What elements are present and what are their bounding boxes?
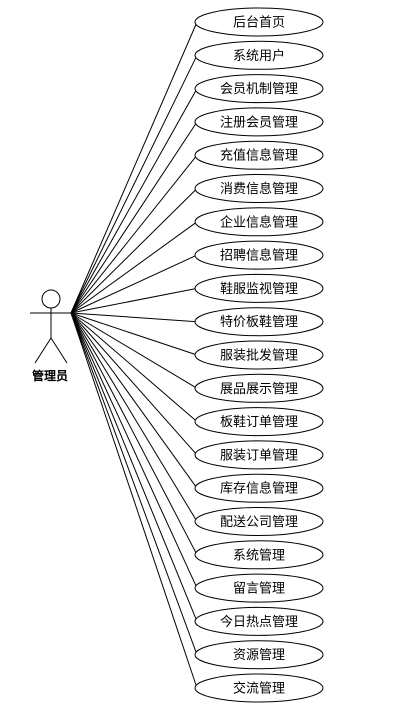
use-case-label: 企业信息管理 bbox=[220, 214, 298, 230]
use-case: 招聘信息管理 bbox=[194, 240, 324, 270]
association-line bbox=[70, 121, 198, 314]
use-case-label: 系统用户 bbox=[233, 48, 285, 64]
association-line bbox=[70, 312, 198, 389]
use-case-ellipse bbox=[194, 340, 324, 370]
association-line bbox=[70, 312, 198, 422]
use-case-ellipse bbox=[194, 373, 324, 403]
use-case: 库存信息管理 bbox=[194, 473, 324, 503]
use-case: 特价板鞋管理 bbox=[194, 307, 324, 337]
use-case-ellipse bbox=[194, 307, 324, 337]
use-case-label: 系统管理 bbox=[233, 548, 285, 563]
actor: 管理员 bbox=[30, 289, 72, 383]
use-case-ellipse bbox=[194, 40, 324, 70]
use-case-label: 充值信息管理 bbox=[220, 148, 298, 164]
use-case: 企业信息管理 bbox=[194, 207, 324, 237]
use-case-ellipse bbox=[194, 473, 324, 503]
association-line bbox=[70, 312, 198, 622]
association-line bbox=[70, 312, 198, 323]
association-line bbox=[70, 312, 198, 556]
use-case: 系统用户 bbox=[194, 40, 324, 70]
association-line bbox=[70, 221, 198, 314]
use-case-label: 后台首页 bbox=[233, 16, 285, 31]
use-case: 服装订单管理 bbox=[194, 440, 324, 470]
use-case-ellipse bbox=[194, 640, 324, 670]
use-case: 资源管理 bbox=[194, 640, 324, 670]
use-case-label: 配送公司管理 bbox=[220, 515, 298, 530]
use-case: 注册会员管理 bbox=[194, 107, 324, 137]
association-line bbox=[70, 312, 198, 589]
use-case: 会员机制管理 bbox=[194, 74, 324, 104]
use-case-ellipse bbox=[194, 107, 324, 137]
use-case-label: 服装批发管理 bbox=[220, 348, 298, 364]
use-case: 板鞋订单管理 bbox=[194, 407, 324, 437]
use-case: 今日热点管理 bbox=[194, 606, 324, 636]
use-case-ellipse bbox=[194, 606, 324, 636]
use-case-ellipse bbox=[194, 74, 324, 104]
use-case: 充值信息管理 bbox=[194, 140, 324, 170]
association-line bbox=[70, 88, 198, 314]
use-case: 服装批发管理 bbox=[194, 340, 324, 370]
use-case-ellipse bbox=[194, 174, 324, 203]
association-line bbox=[70, 312, 198, 522]
use-case: 消费信息管理 bbox=[194, 174, 324, 203]
association-line bbox=[70, 312, 198, 655]
use-case-ellipse bbox=[194, 673, 324, 703]
association-line bbox=[70, 312, 198, 489]
use-case-label: 今日热点管理 bbox=[220, 614, 298, 630]
use-case-ellipse bbox=[194, 540, 324, 570]
use-case-label: 招聘信息管理 bbox=[220, 248, 298, 264]
use-case: 系统管理 bbox=[194, 540, 324, 570]
stick-figure-actor-icon bbox=[30, 289, 72, 364]
use-case-label: 注册会员管理 bbox=[220, 115, 298, 130]
use-case: 交流管理 bbox=[194, 673, 324, 703]
association-line bbox=[70, 287, 198, 314]
use-case-ellipse bbox=[194, 207, 324, 237]
use-case-label: 消费信息管理 bbox=[220, 181, 298, 197]
use-case-ellipse bbox=[194, 240, 324, 270]
association-line bbox=[70, 312, 198, 456]
association-line bbox=[70, 21, 198, 314]
association-line bbox=[70, 188, 198, 314]
use-cases: 后台首页系统用户会员机制管理注册会员管理充值信息管理消费信息管理企业信息管理招聘… bbox=[194, 7, 324, 703]
association-line bbox=[70, 312, 198, 356]
association-line bbox=[70, 154, 198, 314]
association-line bbox=[70, 55, 198, 314]
use-case: 配送公司管理 bbox=[194, 507, 324, 536]
use-case-ellipse bbox=[194, 507, 324, 536]
use-case-ellipse bbox=[194, 407, 324, 437]
use-case-label: 交流管理 bbox=[233, 681, 285, 697]
use-case-label: 板鞋订单管理 bbox=[220, 414, 298, 430]
use-case-ellipse bbox=[194, 7, 324, 37]
use-case-label: 库存信息管理 bbox=[220, 481, 298, 497]
use-case-ellipse bbox=[194, 273, 324, 303]
use-case-ellipse bbox=[194, 440, 324, 470]
use-case-label: 展品展示管理 bbox=[220, 382, 298, 397]
use-case-label: 特价板鞋管理 bbox=[220, 314, 298, 330]
use-case-label: 鞋服监视管理 bbox=[220, 281, 298, 297]
use-case: 鞋服监视管理 bbox=[194, 273, 324, 303]
use-case-ellipse bbox=[194, 140, 324, 170]
association-line bbox=[70, 254, 198, 314]
use-case-ellipse bbox=[194, 573, 324, 603]
use-case-label: 资源管理 bbox=[233, 648, 285, 663]
use-case: 后台首页 bbox=[194, 7, 324, 37]
use-case-label: 留言管理 bbox=[233, 582, 285, 597]
use-case-label: 服装订单管理 bbox=[220, 448, 298, 463]
use-case: 展品展示管理 bbox=[194, 373, 324, 403]
association-line bbox=[70, 312, 198, 689]
actor-label: 管理员 bbox=[32, 368, 68, 383]
association-lines bbox=[70, 21, 198, 689]
use-case-label: 会员机制管理 bbox=[220, 82, 298, 97]
use-case: 留言管理 bbox=[194, 573, 324, 603]
